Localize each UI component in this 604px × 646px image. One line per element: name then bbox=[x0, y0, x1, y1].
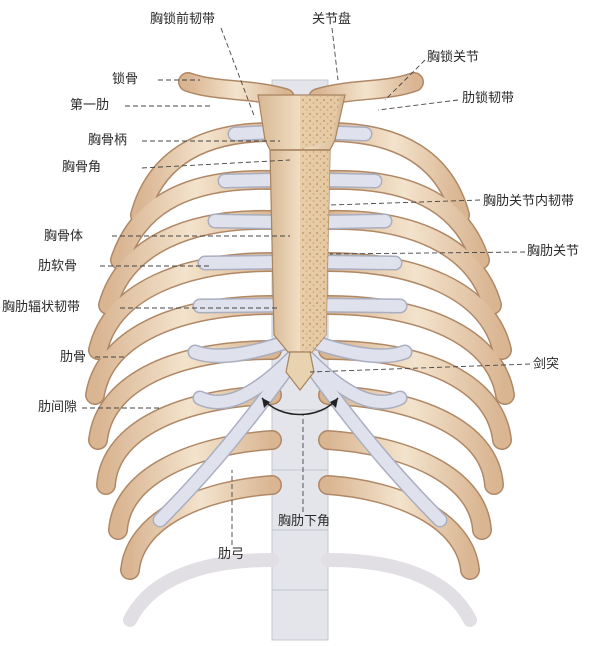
label-first-rib: 第一肋 bbox=[70, 98, 110, 113]
label-radiate-sternocostal-ligament: 胸肋辐状韧带 bbox=[2, 300, 81, 315]
label-sternoclavicular-joint: 胸锁关节 bbox=[427, 50, 480, 65]
label-manubrium: 胸骨柄 bbox=[88, 133, 128, 148]
label-articular-disc: 关节盘 bbox=[312, 12, 352, 27]
label-sternocostal-joint: 胸肋关节 bbox=[527, 244, 580, 259]
label-infrasternal-angle: 胸肋下角 bbox=[278, 514, 331, 529]
infrasternal-angle-arc bbox=[261, 397, 339, 416]
label-costal-cartilage: 肋软骨 bbox=[38, 259, 78, 274]
label-body-of-sternum: 胸骨体 bbox=[44, 229, 84, 244]
label-xiphoid-process: 剑突 bbox=[533, 357, 560, 372]
label-intraarticular-sternocostal-ligament: 胸肋关节内韧带 bbox=[483, 194, 575, 209]
leader-lines bbox=[82, 27, 531, 545]
label-sternal-angle: 胸骨角 bbox=[62, 160, 102, 175]
lower-rib-shapes bbox=[123, 553, 477, 627]
label-costoclavicular-ligament: 肋锁韧带 bbox=[462, 91, 515, 106]
label-sternoclavicular-anterior-ligament: 胸锁前韧带 bbox=[150, 12, 216, 27]
label-clavicle: 锁骨 bbox=[112, 72, 139, 87]
label-intercostal-space: 肋间隙 bbox=[38, 400, 78, 415]
label-costal-arch: 肋弓 bbox=[218, 547, 245, 562]
label-rib: 肋骨 bbox=[60, 350, 87, 365]
sternum-shape bbox=[257, 94, 346, 391]
